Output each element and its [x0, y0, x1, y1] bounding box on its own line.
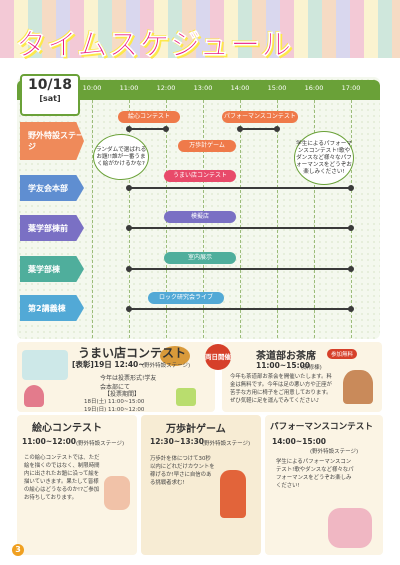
event-indoor-exhibit: 室内展示 [164, 252, 236, 264]
shaved-ice-icon [24, 385, 44, 407]
sado-venue: (研修棟) [301, 365, 322, 371]
row-label-lecture2: 第2講義棟 [20, 295, 84, 321]
page-title: タイムスケジュール [16, 28, 293, 64]
both-days-badge: 両日開催 [205, 344, 231, 370]
time-tick: 10:00 [82, 84, 102, 92]
umai-desc: 今年は投票形式!学友会本部にて [100, 375, 157, 391]
event-mogiten: 模擬店 [164, 211, 236, 223]
umai-date: [表彰]19日 12:40~ [72, 360, 145, 369]
runner-icon [220, 470, 246, 518]
painter-icon [104, 476, 130, 510]
takoyaki-icon [160, 346, 190, 366]
time-tick: 12:00 [156, 84, 176, 92]
day-text: [sat] [39, 94, 61, 103]
free-badge: 参加無料 [327, 349, 358, 359]
performance-time: 14:00~15:00 [272, 437, 327, 446]
event-line [126, 126, 169, 132]
row-label-outdoor-stage: 野外特設ステージ [20, 122, 84, 160]
row-label-student-hq: 学友会本部 [20, 175, 84, 201]
header-stripes [0, 0, 400, 58]
page-number: 3 [12, 544, 24, 556]
eshin-venue: (野外特設ステージ) [76, 441, 125, 447]
performance-desc: 学生によるパフォーマンスコンテスト!歌やダンスなど様々なパフォーマンスをどうぞお… [276, 459, 354, 489]
time-tick: 13:00 [193, 84, 213, 92]
grid-line [314, 100, 315, 338]
sado-time: 11:00~15:00 [256, 361, 311, 370]
time-tick: 15:00 [267, 84, 287, 92]
time-tick: 16:00 [304, 84, 324, 92]
sado-desc: 今年も茶道部お茶会を開催いたします。料金は無料です。今年は足の悪い方や正座が苦手… [230, 374, 332, 404]
event-manpo: 万歩計ゲーム [178, 140, 236, 152]
time-tick: 17:00 [341, 84, 361, 92]
bubble-performance-note: 学生によるパフォーマンスコンテスト!歌やダンスなど様々なパフォーマンスをどうぞお… [294, 131, 354, 185]
manpo-time: 12:30~13:30 [150, 437, 205, 446]
eshin-time: 11:00~12:00 [22, 437, 77, 446]
date-badge: 10/18 [sat] [20, 74, 80, 116]
grid-line [240, 100, 241, 338]
event-line [237, 126, 280, 132]
sado-title: 茶道部お茶席 [256, 351, 316, 362]
event-line [126, 185, 354, 191]
drink-icon [176, 388, 196, 406]
time-tick: 14:00 [230, 84, 250, 92]
grid-line [129, 100, 130, 338]
umai-venue: (野外特設ステージ) [142, 363, 191, 369]
schedule-panel [17, 77, 380, 339]
performance-title: パフォーマンスコンテスト [270, 422, 373, 432]
event-performance: パフォーマンスコンテスト [222, 111, 298, 123]
event-eshin: 絵心コンテスト [118, 111, 180, 123]
event-rock-live: ロック研究会ライブ [148, 292, 224, 304]
manpo-venue: (野外特設ステージ) [202, 441, 251, 447]
grid-line [351, 100, 352, 338]
row-label-pharmacy-front: 薬学部棟前 [20, 215, 84, 241]
row-label-pharmacy-bldg: 薬学部棟 [20, 256, 84, 282]
event-line [126, 306, 354, 312]
eshin-desc: この絵心コンテストでは、ただ絵を描くのではなく、制限時間内に出されたお題に沿って… [24, 455, 100, 501]
event-umai: うまい店コンテスト [164, 170, 236, 182]
event-line [126, 225, 354, 231]
dancers-icon [328, 508, 372, 548]
manpo-desc: 万歩計を体につけて30秒以内にどれだけカウントを稼げるか!早さに自信のある挑戦者… [150, 456, 215, 486]
time-axis [17, 80, 380, 100]
tea-ceremony-icon [343, 370, 373, 404]
bubble-eshin-note: ランダムで選ばれるお題!!誰が一番うまく絵がかけるかな? [93, 134, 149, 180]
time-tick: 11:00 [119, 84, 139, 92]
manpo-title: 万歩計ゲーム [166, 424, 226, 435]
event-line [126, 266, 354, 272]
eshin-title: 絵心コンテスト [32, 423, 102, 434]
umai-vote-2: 19日(日) 11:00~12:00 [84, 407, 145, 413]
umai-vote-1: 18日(土) 11:00~15:00 [84, 399, 145, 405]
umai-title: うまい店コンテスト [78, 346, 187, 360]
performance-venue: (野外特設ステージ) [310, 449, 359, 455]
date-text: 10/18 [27, 77, 73, 93]
grid-line [92, 100, 93, 338]
grid-line [277, 100, 278, 338]
food-illustration-icon [22, 350, 68, 380]
umai-vote-label: 【投票期間】 [104, 391, 141, 398]
